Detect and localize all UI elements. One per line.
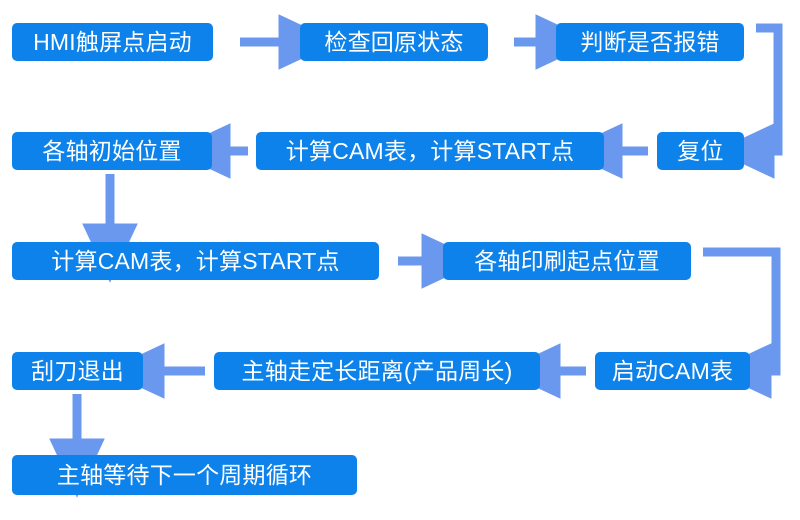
node-check-home-status[interactable]: 检查回原状态 <box>300 23 488 61</box>
node-label: 刮刀退出 <box>31 357 124 384</box>
node-label: 主轴等待下一个周期循环 <box>56 461 313 488</box>
node-label: 启动CAM表 <box>611 357 734 384</box>
node-axis-initial-position[interactable]: 各轴初始位置 <box>12 132 212 170</box>
node-reset[interactable]: 复位 <box>657 132 744 170</box>
node-label: 各轴印刷起点位置 <box>474 247 660 274</box>
node-label: 计算CAM表，计算START点 <box>51 247 340 274</box>
node-spindle-fixed-distance[interactable]: 主轴走定长距离(产品周长) <box>214 352 540 390</box>
node-spindle-wait-next-cycle[interactable]: 主轴等待下一个周期循环 <box>12 455 357 495</box>
node-label: 复位 <box>677 137 724 164</box>
node-start-cam-table[interactable]: 启动CAM表 <box>595 352 750 390</box>
node-label: HMI触屏点启动 <box>33 28 192 55</box>
node-label: 判断是否报错 <box>580 28 720 55</box>
node-hmi-start[interactable]: HMI触屏点启动 <box>12 23 213 61</box>
node-label: 各轴初始位置 <box>42 137 182 164</box>
node-axis-print-start-position[interactable]: 各轴印刷起点位置 <box>443 242 691 280</box>
node-label: 检查回原状态 <box>324 28 464 55</box>
node-label: 计算CAM表，计算START点 <box>285 137 575 164</box>
node-judge-error[interactable]: 判断是否报错 <box>556 23 744 61</box>
node-calc-cam-start-2[interactable]: 计算CAM表，计算START点 <box>12 242 379 280</box>
node-scraper-retract[interactable]: 刮刀退出 <box>12 352 143 390</box>
connector-n3-n4 <box>715 23 783 179</box>
node-label: 主轴走定长距离(产品周长) <box>241 357 513 384</box>
node-calc-cam-start-1[interactable]: 计算CAM表，计算START点 <box>256 132 604 170</box>
